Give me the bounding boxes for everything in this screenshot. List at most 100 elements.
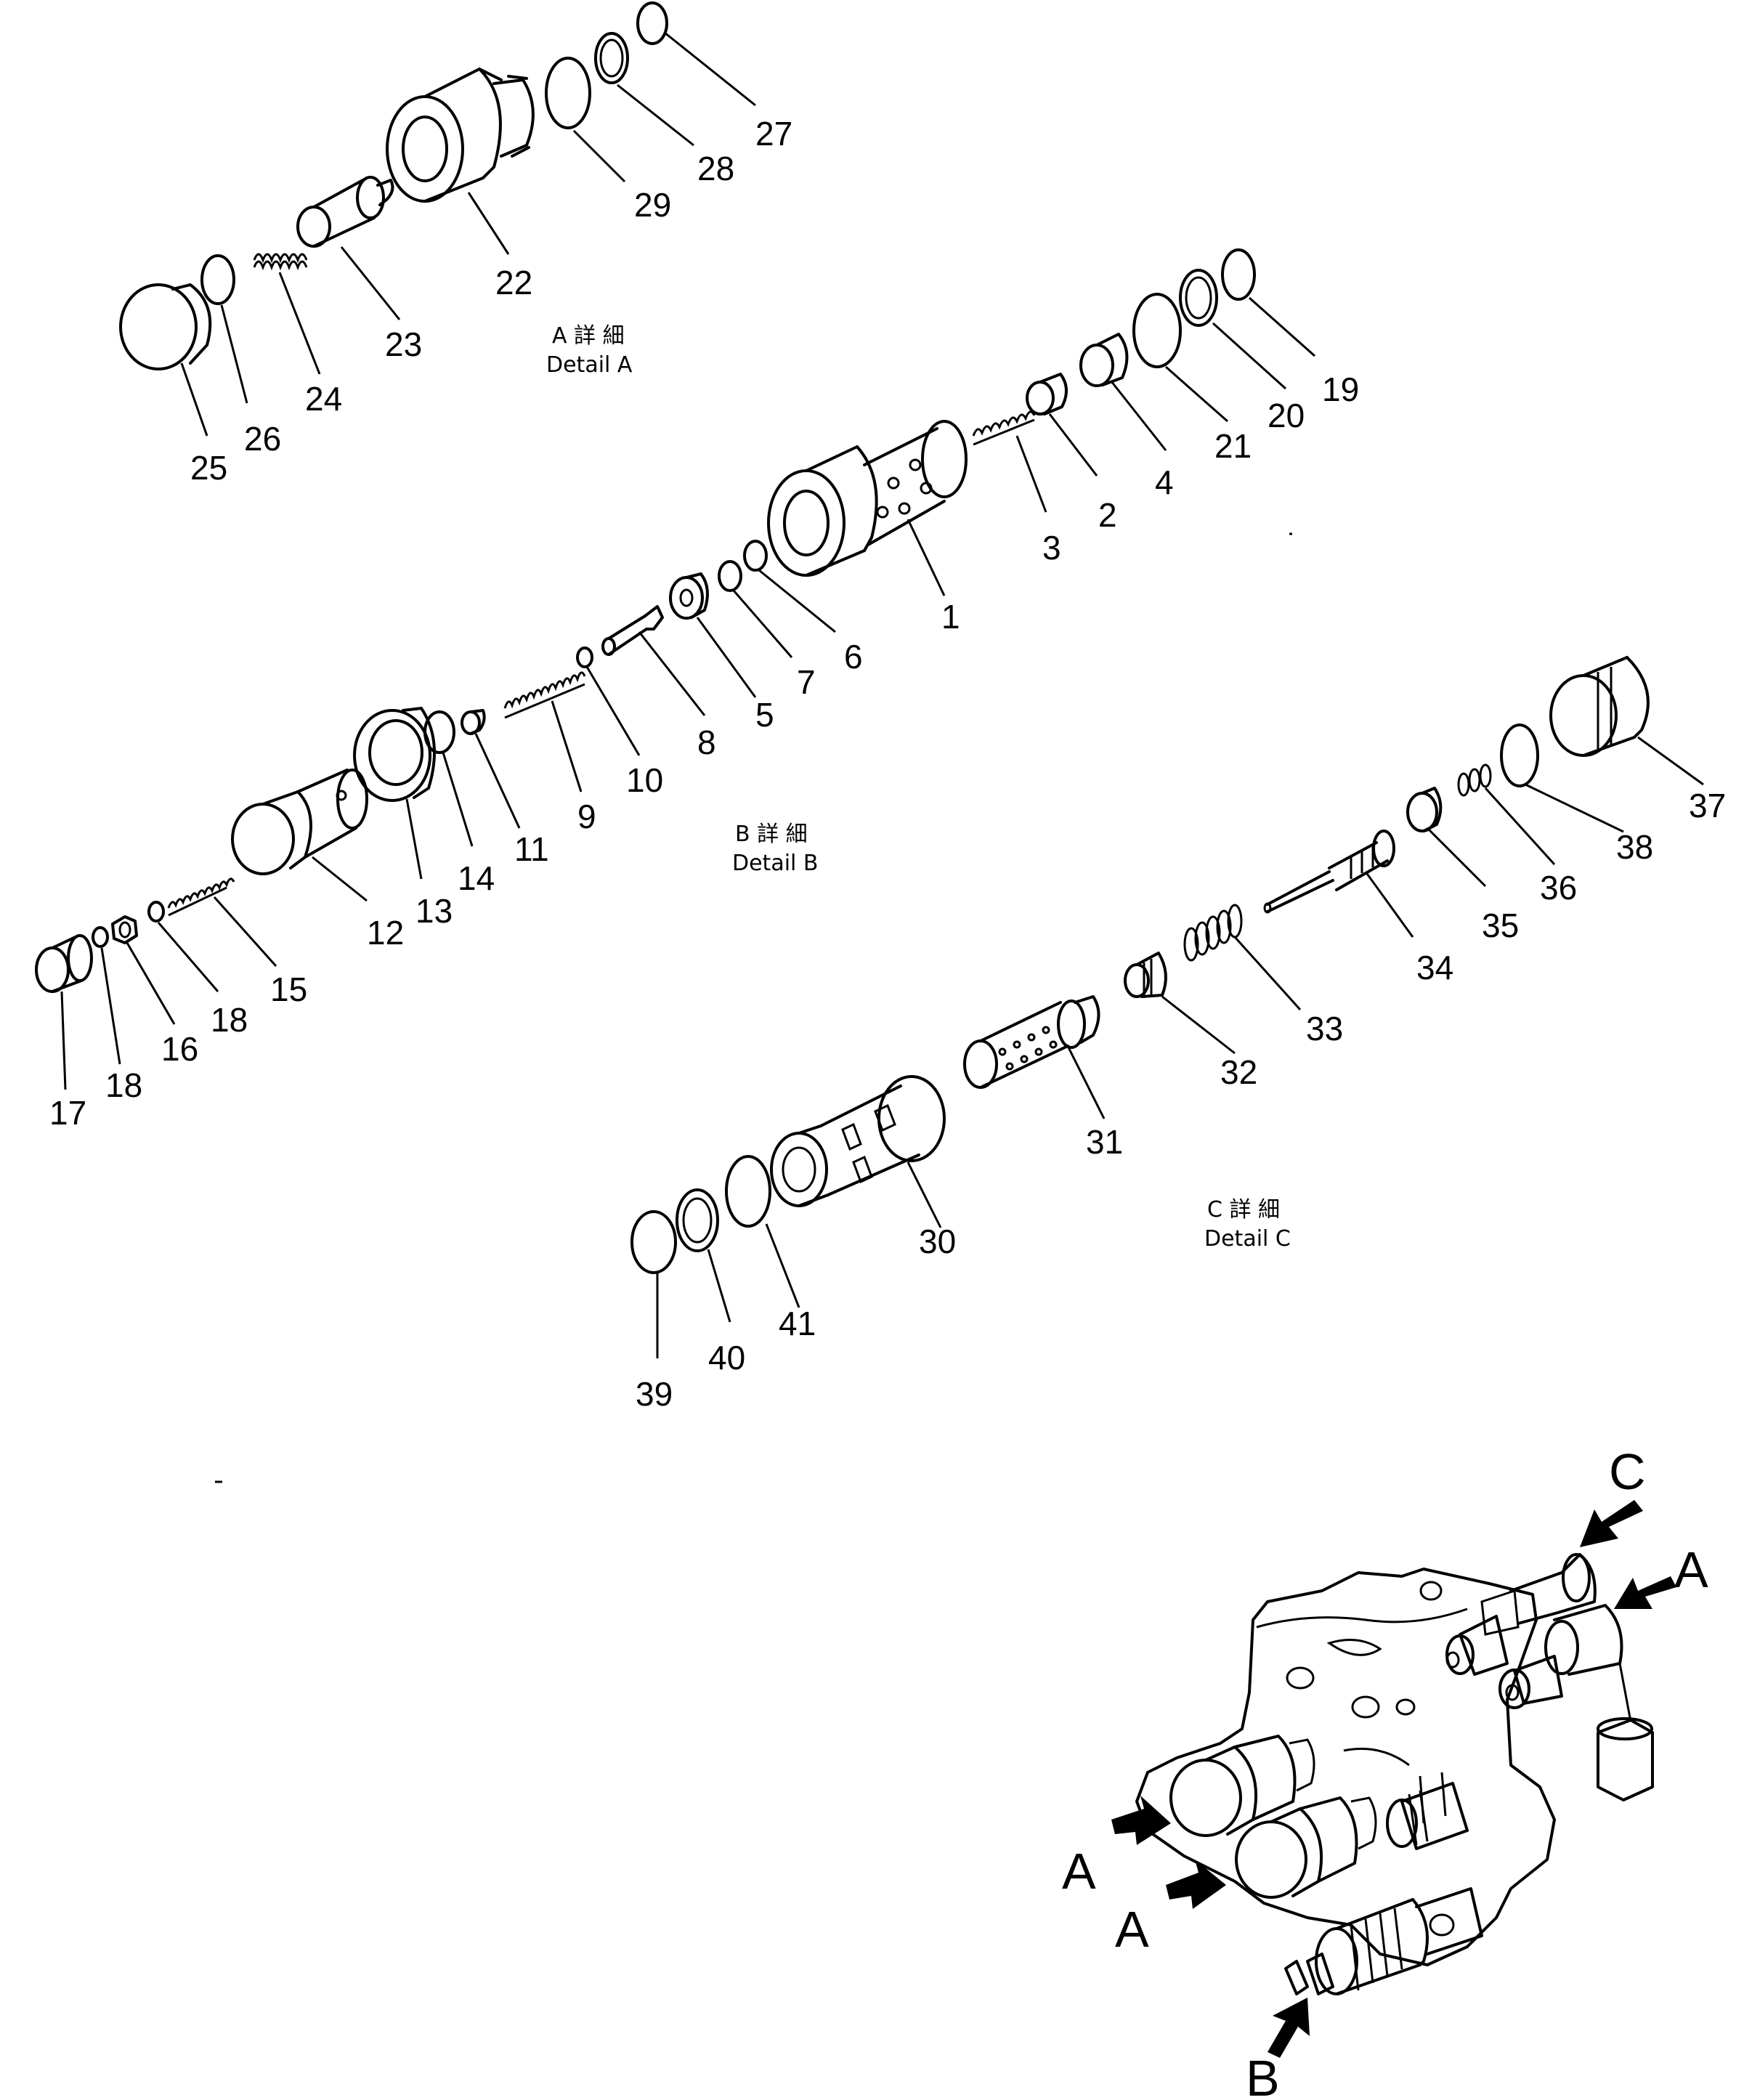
callout-7: 7 [797, 663, 816, 701]
assembly-left-valves [1169, 1735, 1377, 1899]
view-label-a-left1: A [1062, 1843, 1096, 1900]
callout-18b: 18 [211, 1001, 248, 1039]
part-26-oring [200, 254, 235, 305]
part-25-cap [119, 283, 212, 370]
part-39-oring [630, 1210, 677, 1274]
callout-1: 1 [941, 598, 960, 636]
part-3-spring [972, 410, 1036, 446]
callout-13: 13 [415, 892, 453, 930]
callout-16: 16 [161, 1030, 198, 1068]
callout-39: 39 [636, 1375, 673, 1413]
callout-34: 34 [1416, 949, 1453, 986]
callout-3: 3 [1042, 529, 1061, 567]
part-15-spring [167, 877, 235, 917]
callout-28: 28 [697, 150, 734, 187]
callout-37: 37 [1689, 787, 1726, 824]
callout-27: 27 [755, 115, 792, 153]
view-label-c: C [1609, 1443, 1646, 1500]
callout-18a: 18 [105, 1066, 142, 1104]
detail-c-jp: C 詳 細 [1207, 1197, 1280, 1223]
part-28-backup-ring [594, 32, 629, 84]
detail-c-en: Detail C [1204, 1226, 1291, 1252]
part-38-oring [1500, 723, 1539, 787]
arrow-a-left1 [1111, 1796, 1171, 1845]
callout-9: 9 [577, 798, 596, 835]
callout-40: 40 [708, 1339, 745, 1377]
callout-41: 41 [779, 1305, 816, 1342]
part-35-nut [1406, 787, 1443, 832]
assembly-b-valve [1284, 1887, 1483, 1995]
detail-c-group: 39 40 41 30 31 32 33 34 35 36 38 37 C 詳 … [630, 656, 1726, 1413]
detail-b-group: 17 18 16 18 15 12 13 14 11 9 10 8 5 7 6 … [35, 248, 1359, 1132]
part-18-washer-b [147, 901, 165, 923]
callout-26: 26 [244, 420, 281, 458]
callout-20: 20 [1268, 397, 1305, 434]
part-18-washer-a [92, 926, 109, 948]
part-17-plug [35, 934, 93, 993]
callout-30: 30 [919, 1223, 956, 1260]
callout-22: 22 [495, 264, 532, 301]
part-31-spool [963, 995, 1100, 1089]
callout-25: 25 [190, 449, 227, 487]
callout-23: 23 [385, 325, 422, 363]
part-41-oring [725, 1155, 771, 1228]
view-label-b: B [1246, 2050, 1280, 2100]
part-11-poppet [461, 709, 486, 735]
part-6-oring [743, 540, 768, 572]
part-34-stem [1263, 830, 1395, 914]
view-label-a-left2: A [1115, 1901, 1149, 1958]
callout-8: 8 [697, 723, 716, 761]
part-22-valve-body [386, 68, 535, 203]
part-33-spring [1183, 904, 1243, 962]
callout-5: 5 [755, 696, 774, 734]
part-27-oring [636, 1, 668, 45]
part-36-shim [1457, 763, 1492, 797]
callout-2: 2 [1098, 496, 1117, 534]
callout-4: 4 [1155, 463, 1174, 501]
callout-38: 38 [1616, 828, 1653, 866]
detail-a-en: Detail A [546, 352, 633, 378]
part-23-piston [296, 176, 394, 248]
part-10-shim [576, 646, 593, 668]
part-40-backup-ring [676, 1188, 719, 1252]
detail-b-en: Detail B [732, 851, 819, 876]
part-20-backup-ring [1179, 269, 1218, 327]
callout-14: 14 [458, 859, 495, 897]
callout-21: 21 [1214, 427, 1252, 465]
valve-assembly-view: C A A A B [1062, 1443, 1708, 2100]
part-32-piston [1124, 952, 1167, 998]
detail-a-jp: A 詳 細 [552, 323, 625, 349]
callout-17: 17 [49, 1094, 86, 1132]
arrow-b [1268, 1998, 1310, 2058]
part-19-oring [1221, 248, 1256, 301]
part-9-spring [503, 671, 586, 719]
part-29-oring [545, 57, 591, 129]
view-label-a-right: A [1674, 1541, 1708, 1598]
callout-36: 36 [1540, 869, 1577, 907]
arrow-a-left2 [1166, 1860, 1226, 1909]
arrow-c [1580, 1500, 1643, 1547]
callout-33: 33 [1306, 1010, 1343, 1047]
part-16-nut [111, 915, 138, 944]
callout-32: 32 [1220, 1053, 1257, 1091]
part-8-needle [601, 605, 664, 656]
callout-10: 10 [626, 761, 663, 799]
callout-11: 11 [514, 830, 549, 868]
callout-31: 31 [1086, 1123, 1123, 1161]
part-1-valve-body [767, 420, 968, 577]
part-13-ring [353, 707, 436, 802]
callout-15: 15 [270, 970, 307, 1008]
part-37-cap [1549, 656, 1650, 757]
detail-b-jp: B 詳 細 [735, 822, 808, 847]
callout-35: 35 [1482, 907, 1519, 944]
part-7-oring [718, 560, 742, 592]
callout-6: 6 [844, 638, 863, 676]
part-24-spring [253, 253, 308, 271]
callout-24: 24 [305, 380, 342, 418]
callout-19: 19 [1322, 370, 1359, 408]
arrow-a-right [1614, 1576, 1676, 1609]
part-2-poppet [1026, 373, 1068, 415]
part-5-plug [669, 572, 709, 620]
callout-12: 12 [367, 914, 404, 952]
